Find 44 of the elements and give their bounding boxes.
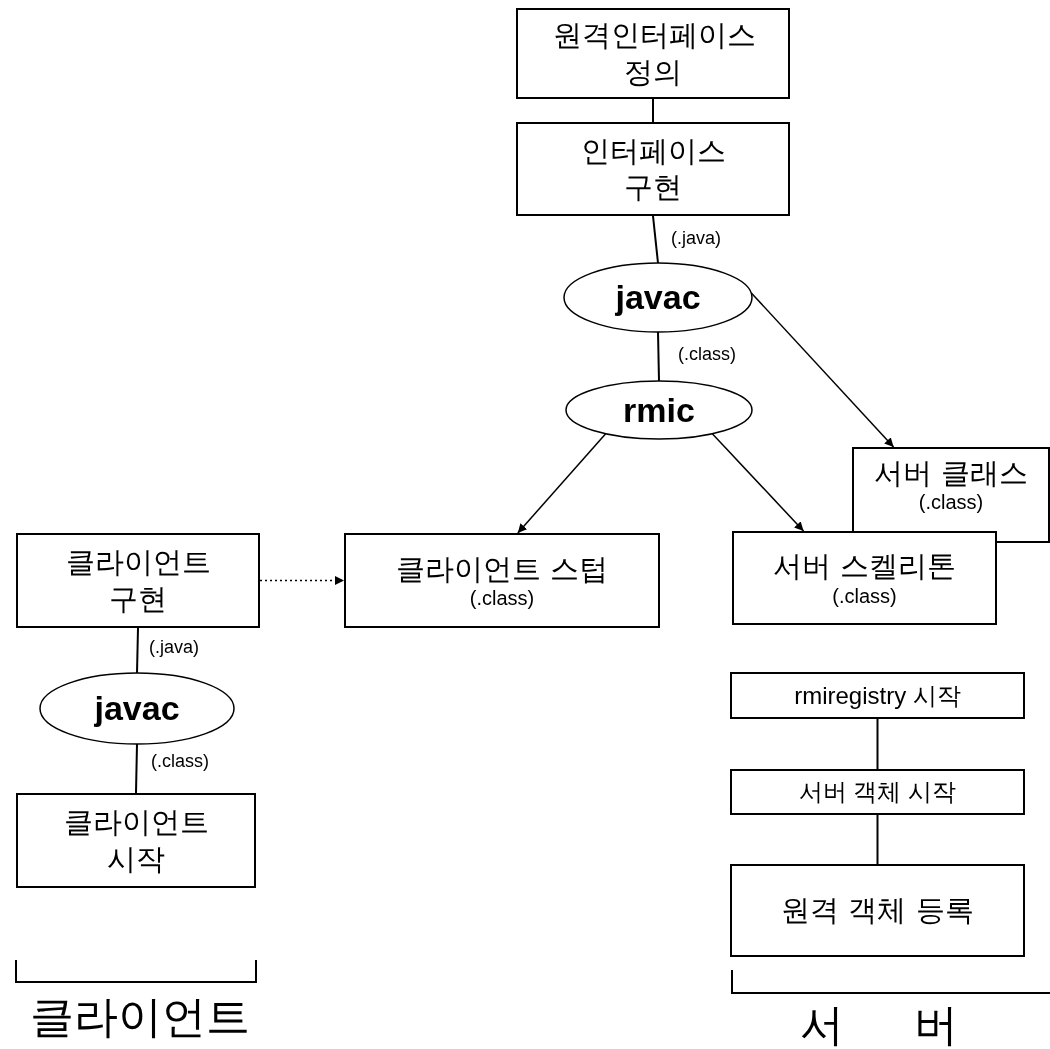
process-box [852,447,1050,543]
connector-line [135,743,138,794]
box-label: 클라이언트 스텁 [395,550,609,588]
box-label: 클라이언트 시작 [62,804,210,877]
process-ellipse [39,672,235,745]
ellipse-label: javac [94,689,180,728]
box-label: 서버 스켈리톤 [772,548,957,585]
process-box [730,864,1025,957]
box-label: 서버 클래스 [873,455,1029,492]
group-label: 서버 [800,1003,1028,1047]
ellipse-label: rmic [623,390,695,430]
connector-line [652,215,659,264]
box-label: 원격 객체 등록 [781,892,974,929]
box-label: 인터페이스 구현 [579,132,727,206]
process-box [730,769,1025,815]
edge-label: (.java) [670,229,722,249]
arrow [711,433,805,532]
box-label: 서버 객체 시작 [798,777,957,807]
process-ellipse [565,380,753,440]
edge-label: (.class) [150,752,210,772]
process-box [516,8,790,99]
process-box [730,672,1025,719]
connector-line [876,814,879,865]
process-box [16,533,260,628]
group-label: 클라이언트 [30,995,250,1039]
process-box [16,793,256,888]
box-label: (.class) [918,491,984,515]
box-label: 클라이언트 구현 [64,544,212,617]
connector-line [657,331,660,382]
process-box [732,531,997,625]
process-box [344,533,660,628]
ellipse-label: javac [615,278,701,317]
process-ellipse [563,262,753,333]
box-label: (.class) [832,584,897,608]
connector-line [652,98,654,123]
process-box [516,122,790,216]
edge-label: (.java) [148,638,200,658]
arrow [517,433,607,534]
connector-line [876,718,879,770]
box-label: rmiregistry 시작 [794,680,961,711]
edge-label: (.class) [677,345,737,365]
box-label: (.class) [469,587,535,611]
connector-line [136,627,139,674]
box-label: 원격인터페이스 정의 [553,17,753,90]
